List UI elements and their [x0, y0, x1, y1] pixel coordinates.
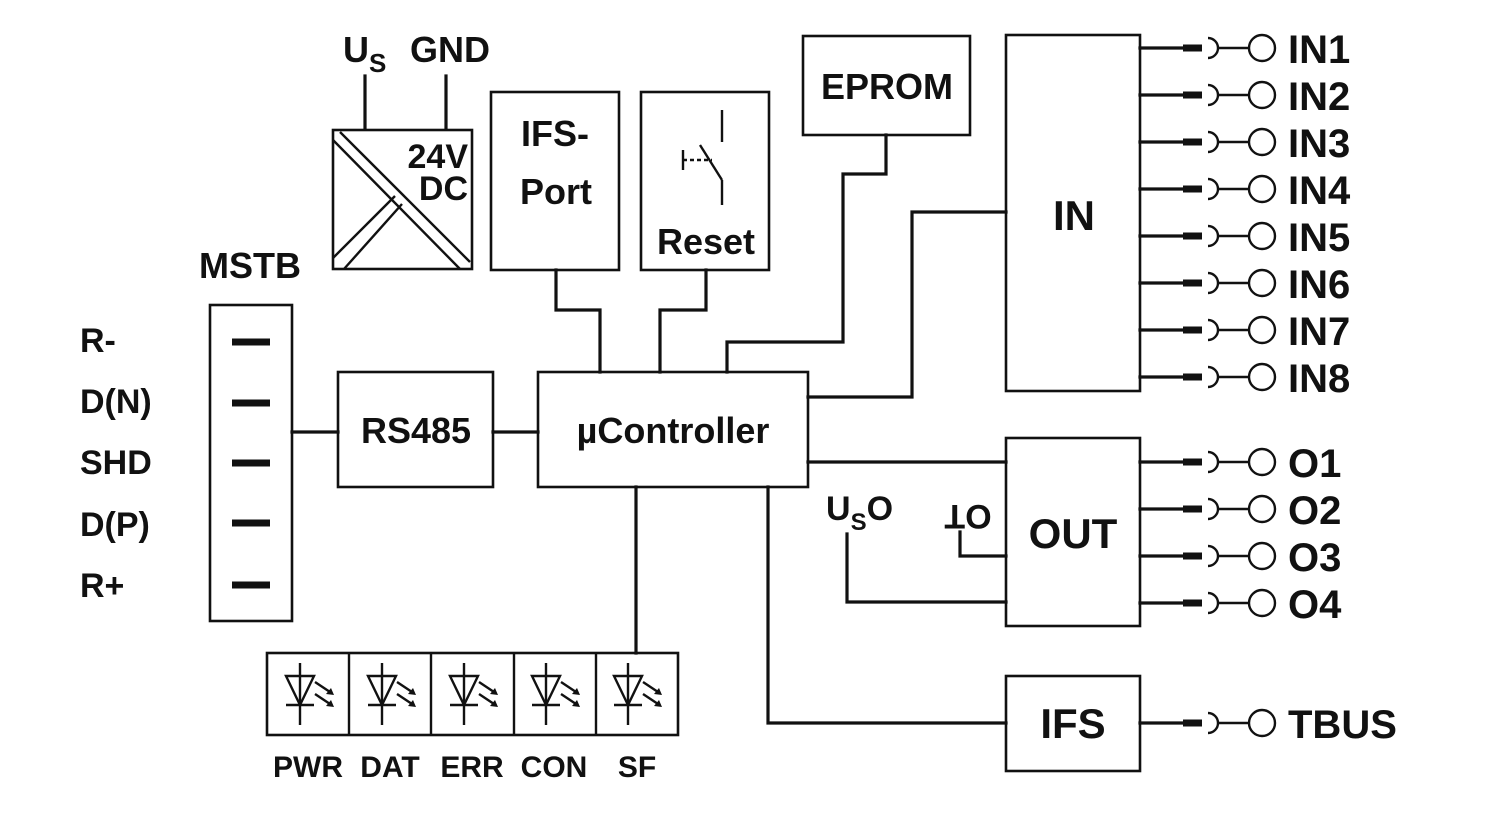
converter-label-24v: 24V	[408, 138, 469, 176]
switch-icon	[681, 110, 724, 205]
rs485-box	[336, 370, 495, 489]
reset-group: Reset	[639, 90, 771, 272]
in-channel-label: IN6	[1288, 263, 1350, 307]
in-block-label: IN	[1053, 192, 1095, 239]
terminal-connector-icon	[1138, 541, 1277, 571]
eprom-label: EPROM	[821, 66, 953, 107]
out-channel-label: O1	[1288, 442, 1341, 486]
terminal-connector-icon	[1138, 127, 1277, 157]
led-label: SF	[618, 751, 656, 784]
terminal-connector-icon	[1138, 268, 1277, 298]
led-panel	[265, 651, 680, 737]
reset-label: Reset	[657, 221, 755, 262]
terminal-connector-icon	[1138, 494, 1277, 524]
led-label: ERR	[440, 751, 504, 784]
terminal-connector-icon	[1138, 174, 1277, 204]
mstb-pin-label: D(N)	[80, 383, 152, 421]
led-diode-icon	[366, 663, 416, 725]
tbus-label: TBUS	[1288, 703, 1397, 747]
us-label: US	[343, 29, 386, 78]
gnd-label: GND	[410, 29, 490, 70]
terminal-connector-icon	[1138, 708, 1277, 738]
controller-box	[536, 370, 810, 489]
in-channel-label: IN5	[1288, 216, 1350, 260]
led-diode-icon	[530, 663, 580, 725]
in-block-box	[1004, 33, 1142, 393]
ifs-box	[1004, 674, 1142, 773]
mstb-pin-label: D(P)	[80, 506, 150, 544]
out-block-label: OUT	[1029, 510, 1118, 557]
in-channel-label: IN8	[1288, 357, 1350, 401]
wiring	[290, 133, 1008, 725]
zero-ot-label: OT	[944, 497, 991, 535]
ifs-port-label-line2: Port	[520, 171, 592, 212]
led-diode-icon	[284, 663, 334, 725]
mstb-pin-label: SHD	[80, 444, 152, 482]
converter-symbol-icon	[332, 131, 471, 270]
terminal-connector-icon	[1138, 80, 1277, 110]
out-channel-label: O3	[1288, 536, 1341, 580]
mstb-group: MSTB R- D(N) SHD D(P) R+	[80, 245, 301, 623]
terminal-connector-icon	[1138, 315, 1277, 345]
mstb-label: MSTB	[199, 245, 301, 286]
rs485-label: RS485	[361, 410, 471, 451]
out-channel-label: O2	[1288, 489, 1341, 533]
out-block-box	[1004, 436, 1142, 628]
power-supply-group: US GND 24V DC	[331, 29, 490, 271]
mstb-pin-label: R-	[80, 322, 116, 360]
terminal-connector-icon	[1138, 362, 1277, 392]
in-channel-label: IN2	[1288, 75, 1350, 119]
led-label: CON	[521, 751, 588, 784]
led-diode-icon	[612, 663, 662, 725]
out-channel-label: O4	[1288, 583, 1342, 627]
terminal-connector-icon	[1138, 447, 1277, 477]
terminal-connector-icon	[1138, 33, 1277, 63]
in-channel-label: IN7	[1288, 310, 1350, 354]
in-channel-label: IN3	[1288, 122, 1350, 166]
in-channel-label: IN4	[1288, 169, 1351, 213]
ifs-port-label-line1: IFS-	[521, 113, 589, 154]
led-diode-icon	[448, 663, 498, 725]
dc-converter-box	[331, 128, 474, 271]
led-label: DAT	[360, 751, 419, 784]
in-channel-label: IN1	[1288, 28, 1350, 72]
eprom-box	[801, 34, 972, 137]
ifs-label: IFS	[1040, 700, 1105, 747]
mstb-pin-label: R+	[80, 567, 124, 605]
controller-label: µController	[577, 410, 770, 451]
eprom-group: EPROM	[801, 34, 972, 137]
terminal-connector-icon	[1138, 221, 1277, 251]
ifs-port-group: IFS- Port	[489, 90, 621, 272]
converter-label-dc: DC	[419, 170, 468, 208]
uso-label: USO	[826, 490, 893, 536]
led-panel-box	[265, 651, 680, 737]
terminal-connector-icon	[1138, 588, 1277, 618]
led-label: PWR	[273, 751, 343, 784]
